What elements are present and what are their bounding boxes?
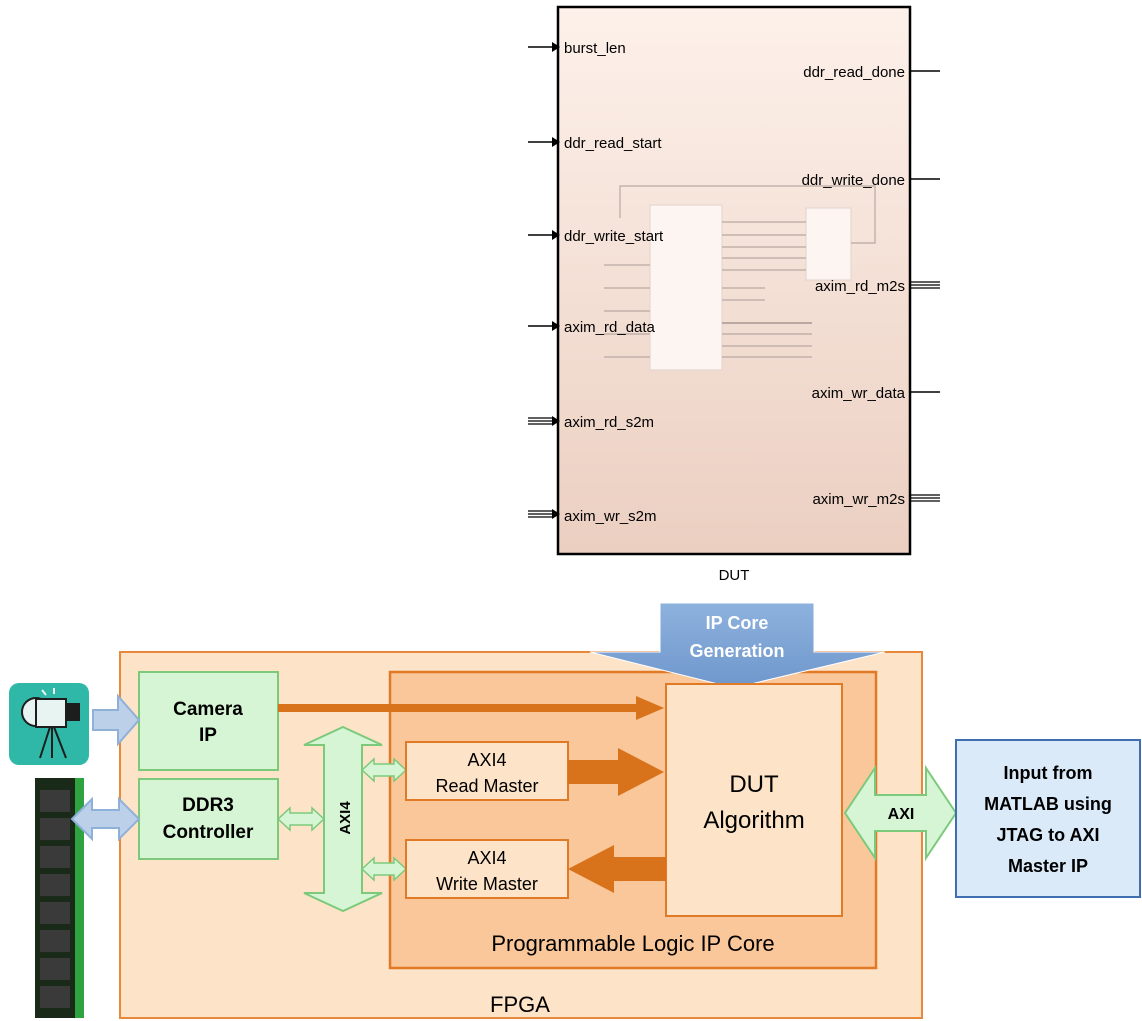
dut-output-port-axim-wr-data[interactable]: axim_wr_data bbox=[812, 385, 940, 402]
dut-output-label: axim_wr_m2s bbox=[812, 491, 905, 508]
dut-input-port-axim-wr-s2m[interactable]: axim_wr_s2m bbox=[528, 508, 657, 525]
read-master-dut-arrow bbox=[568, 748, 664, 796]
camera-icon bbox=[9, 683, 89, 765]
dut-output-label: ddr_write_done bbox=[802, 172, 905, 189]
svg-text:Read Master: Read Master bbox=[435, 776, 538, 796]
axi4-write-master-box bbox=[405, 839, 569, 899]
svg-text:AXI: AXI bbox=[888, 806, 915, 823]
svg-text:IP Core: IP Core bbox=[706, 613, 769, 633]
axi-link-arrow: AXI bbox=[843, 764, 958, 862]
svg-text:Input from: Input from bbox=[1004, 763, 1093, 783]
camera-ip-box bbox=[138, 671, 279, 771]
dut-output-port-ddr-read-done[interactable]: ddr_read_done bbox=[803, 64, 940, 81]
dut-input-label: ddr_read_start bbox=[564, 135, 662, 152]
ddr-bus-arrow bbox=[276, 806, 326, 832]
svg-text:Write Master: Write Master bbox=[436, 874, 538, 894]
dut-input-port-burst-len[interactable]: burst_len bbox=[528, 40, 626, 57]
dut-output-port-axim-wr-m2s[interactable]: axim_wr_m2s bbox=[812, 491, 940, 508]
dut-input-port-ddr-read-start[interactable]: ddr_read_start bbox=[528, 135, 662, 152]
dut-output-port-ddr-write-done[interactable]: ddr_write_done bbox=[802, 172, 940, 189]
svg-text:Master IP: Master IP bbox=[1008, 856, 1088, 876]
memory-module-icon bbox=[35, 778, 84, 1018]
dut-output-port-axim-rd-m2s[interactable]: axim_rd_m2s bbox=[815, 278, 940, 295]
fpga-label: FPGA bbox=[490, 992, 550, 1017]
dut-block[interactable]: DUT burst_len bbox=[528, 5, 940, 584]
dut-input-label: burst_len bbox=[564, 40, 626, 57]
dut-input-label: axim_rd_s2m bbox=[564, 414, 654, 431]
dut-input-label: axim_wr_s2m bbox=[564, 508, 657, 525]
svg-text:Controller: Controller bbox=[163, 822, 254, 843]
ip-core-generation-arrow: IP Core Generation bbox=[589, 602, 886, 689]
ip-core-label: Programmable Logic IP Core bbox=[491, 931, 774, 956]
dut-write-master-arrow bbox=[568, 845, 666, 893]
svg-text:AXI4: AXI4 bbox=[467, 848, 506, 868]
dut-input-label: ddr_write_start bbox=[564, 228, 664, 245]
camera-input-arrow bbox=[92, 693, 141, 747]
dut-output-label: ddr_read_done bbox=[803, 64, 905, 81]
dut-algorithm-label-line2: Algorithm bbox=[703, 807, 804, 834]
dut-block-name: DUT bbox=[719, 567, 750, 584]
dut-input-label: axim_rd_data bbox=[564, 319, 656, 336]
svg-text:Generation: Generation bbox=[689, 641, 784, 661]
dut-input-port-axim-rd-data[interactable]: axim_rd_data bbox=[528, 319, 656, 336]
camera-dut-arrow bbox=[278, 696, 664, 720]
svg-text:Camera: Camera bbox=[173, 699, 243, 720]
dut-output-label: axim_wr_data bbox=[812, 385, 906, 402]
dut-algorithm-box bbox=[665, 683, 843, 917]
svg-text:JTAG to AXI: JTAG to AXI bbox=[997, 825, 1100, 845]
dut-algorithm-label-line1: DUT bbox=[729, 771, 779, 798]
svg-text:IP: IP bbox=[199, 725, 217, 746]
matlab-input-box bbox=[955, 739, 1141, 898]
dut-output-label: axim_rd_m2s bbox=[815, 278, 905, 295]
axi4-bus: AXI4 bbox=[303, 725, 383, 913]
svg-text:DDR3: DDR3 bbox=[182, 795, 234, 816]
dut-input-port-ddr-write-start[interactable]: ddr_write_start bbox=[528, 228, 664, 245]
dut-input-port-axim-rd-s2m[interactable]: axim_rd_s2m bbox=[528, 414, 654, 431]
ddr-memory-arrow bbox=[70, 796, 141, 842]
svg-text:AXI4: AXI4 bbox=[337, 801, 354, 835]
ddr3-controller-box bbox=[138, 778, 279, 860]
dut-internal-preview bbox=[604, 185, 876, 371]
svg-text:AXI4: AXI4 bbox=[467, 750, 506, 770]
svg-text:MATLAB using: MATLAB using bbox=[984, 794, 1112, 814]
